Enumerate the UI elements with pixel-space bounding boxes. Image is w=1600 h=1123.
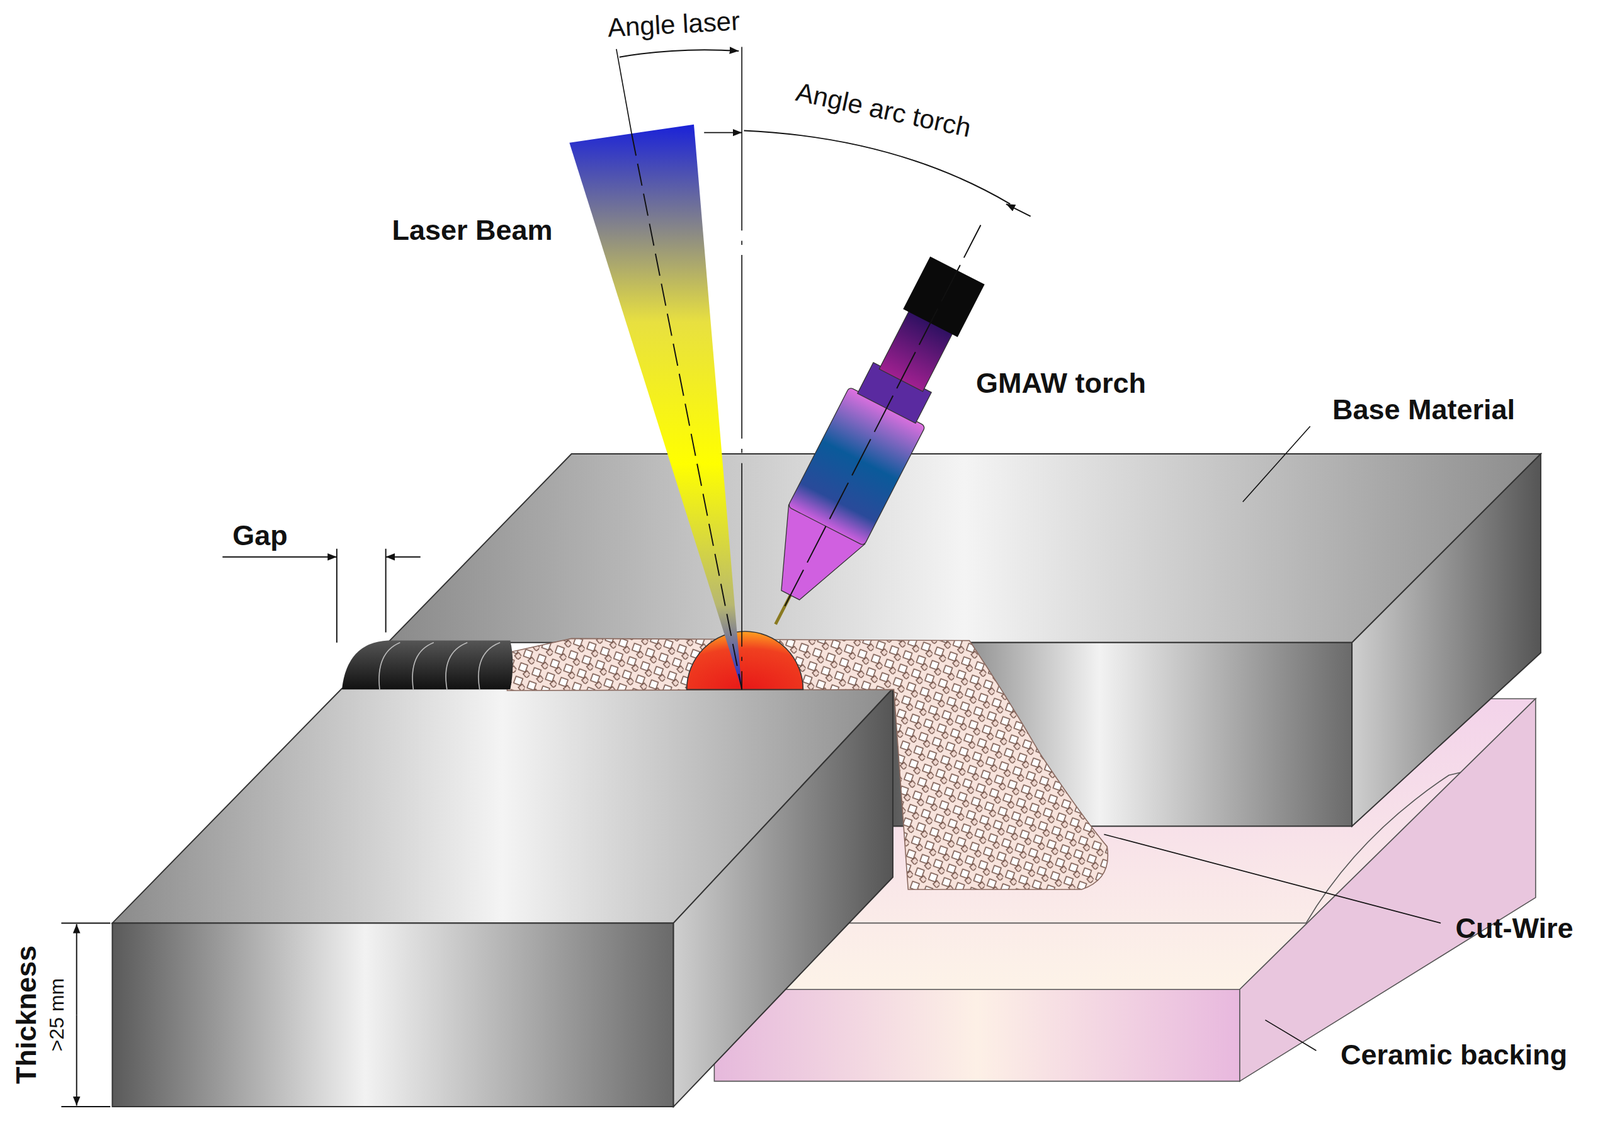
angle-arc-torch-arc — [703, 132, 742, 134]
thickness-dimension — [61, 923, 111, 1107]
dimension-value: >25 mm — [45, 978, 69, 1052]
weld-bead — [341, 641, 513, 691]
vertical-reference — [741, 47, 743, 691]
gmaw-torch — [737, 205, 1019, 644]
part-label: Base Material — [1332, 394, 1515, 426]
angle-arc-torch-arc — [1006, 204, 1031, 216]
dimension-label: Gap — [232, 520, 288, 552]
gap-dimension — [222, 549, 420, 643]
angle-label: Angle laser — [607, 6, 741, 43]
laser-beam — [569, 49, 742, 691]
base-plate-front — [112, 688, 893, 1107]
angle-label: Angle arc torch — [793, 77, 974, 143]
part-label: Laser Beam — [391, 214, 553, 247]
part-label: GMAW torch — [975, 367, 1147, 400]
cut-wire — [506, 638, 1108, 890]
leader-line — [1103, 426, 1441, 1051]
part-label: Cut-Wire — [1455, 913, 1573, 945]
part-label: Ceramic backing — [1340, 1039, 1568, 1072]
angle-arc-torch-arc — [743, 130, 1010, 205]
angle-laser-arc — [619, 49, 740, 58]
melt-pool — [686, 631, 804, 690]
dimension-label: Thickness — [10, 945, 43, 1085]
